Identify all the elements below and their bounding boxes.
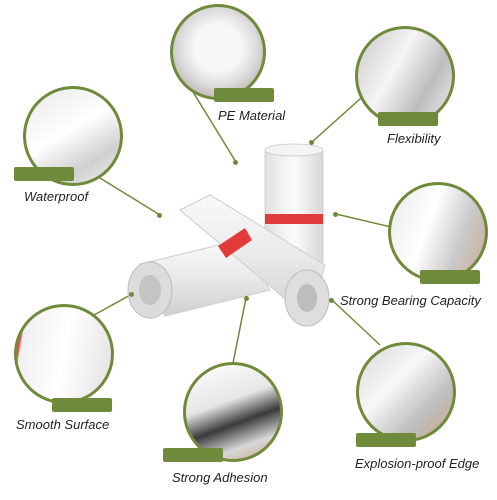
connector-dot bbox=[333, 212, 338, 217]
feature-label: Waterproof bbox=[24, 189, 89, 204]
feature-badge bbox=[52, 398, 112, 412]
connector-dot bbox=[157, 213, 162, 218]
feature-label: Flexibility bbox=[387, 131, 441, 146]
connector-dot bbox=[233, 160, 238, 165]
pellets-photo-icon bbox=[170, 4, 266, 100]
connector-dot bbox=[329, 298, 334, 303]
connector-dot bbox=[129, 292, 134, 297]
feature-label: Strong Adhesion bbox=[172, 470, 268, 485]
connector-dot bbox=[309, 140, 314, 145]
feature-badge bbox=[14, 167, 74, 181]
feature-badge bbox=[356, 433, 416, 447]
sealing-tape-photo-icon bbox=[183, 362, 283, 462]
connector-dot bbox=[244, 296, 249, 301]
feature-badge bbox=[163, 448, 223, 462]
feature-label: Strong Bearing Capacity bbox=[340, 293, 481, 308]
smooth-film-photo-icon bbox=[14, 304, 114, 404]
feature-badge bbox=[214, 88, 274, 102]
feature-badge bbox=[378, 112, 438, 126]
stretched-film-photo-icon bbox=[355, 26, 455, 126]
feature-label: Smooth Surface bbox=[16, 417, 110, 432]
bag-edge-photo-icon bbox=[356, 342, 456, 442]
feature-label: PE Material bbox=[218, 108, 286, 123]
feature-label: Explosion-proof Edge bbox=[355, 456, 480, 471]
feature-badge bbox=[420, 270, 480, 284]
pulled-bag-photo-icon bbox=[388, 182, 488, 282]
mailer-bag-rolls bbox=[127, 143, 330, 327]
